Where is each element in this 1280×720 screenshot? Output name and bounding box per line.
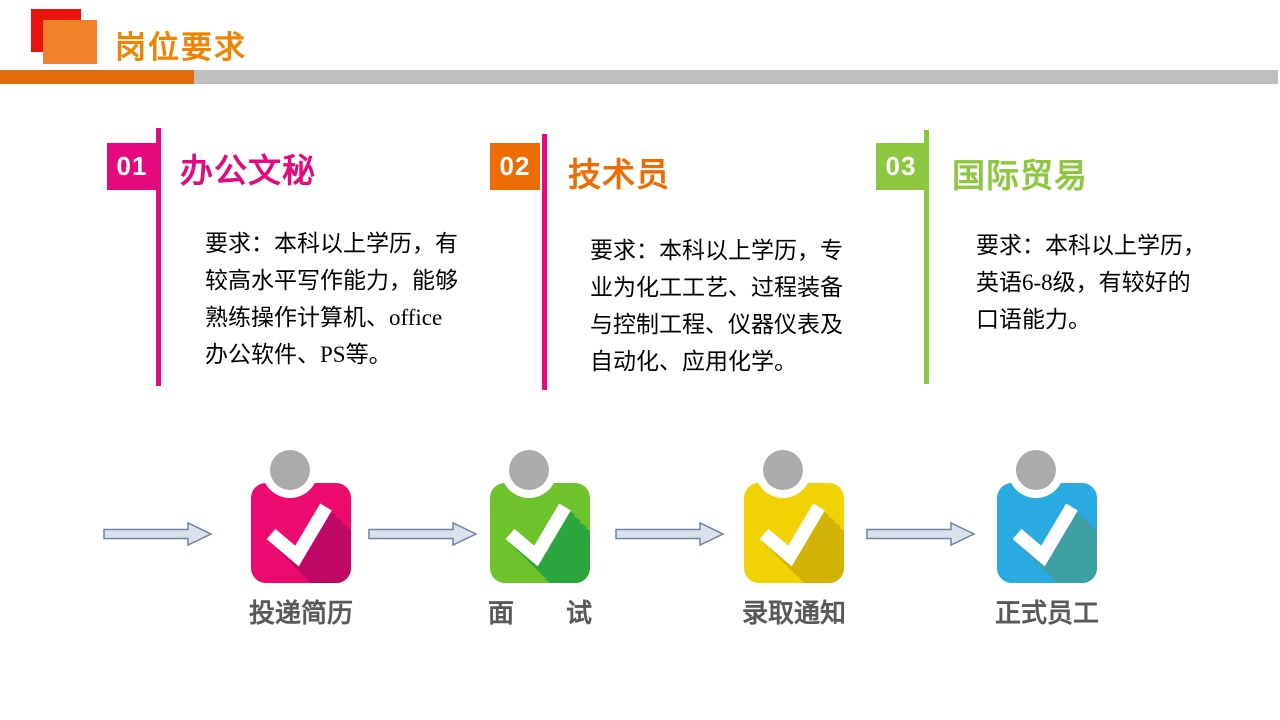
person-head-icon (262, 442, 318, 498)
section-title: 办公文秘 (180, 152, 316, 189)
check-icon (251, 483, 351, 583)
arrow-right-icon (615, 521, 725, 547)
section-accent-line (924, 130, 929, 384)
flow-step-label: 投递简历 (248, 598, 353, 628)
check-icon (744, 483, 844, 583)
slide-title: 岗位要求 (115, 30, 247, 65)
decor-square-orange-icon (43, 20, 97, 64)
flow-step-submit-resume: 投递简历 (249, 442, 353, 628)
check-icon (490, 483, 590, 583)
flow-step-label: 录取通知 (741, 598, 846, 628)
arrow-right-icon (866, 521, 976, 547)
flow-step-admission-notice: 录取通知 (742, 442, 846, 628)
section-number-badge: 01 (107, 143, 157, 190)
section-body-text: 要求：本科以上学历，有 较高水平写作能力，能够 熟练操作计算机、office 办… (205, 231, 458, 367)
arrow-right-icon (103, 521, 213, 547)
title-underline-gray (194, 70, 1278, 84)
section-accent-line (542, 134, 547, 390)
section-title: 国际贸易 (952, 157, 1088, 194)
flow-step-label: 面 试 (487, 598, 592, 628)
title-underline-orange (0, 70, 194, 84)
section-title: 技术员 (568, 156, 670, 193)
flow-step-label: 正式员工 (994, 598, 1099, 628)
arrow-right-icon (368, 521, 478, 547)
section-body-text: 要求：本科以上学历，专 业为化工工艺、过程装备 与控制工程、仪器仪表及 自动化、… (590, 238, 843, 374)
section-accent-line (156, 128, 161, 386)
section-number-badge: 03 (876, 143, 926, 190)
flow-step-official-employee: 正式员工 (995, 442, 1099, 628)
person-head-icon (755, 442, 811, 498)
section-body-text: 要求：本科以上学历， 英语6-8级，有较好的 口语能力。 (976, 233, 1206, 332)
person-head-icon (1008, 442, 1064, 498)
check-icon (997, 483, 1097, 583)
section-number-badge: 02 (490, 143, 540, 190)
flow-step-interview: 面 试 (488, 442, 592, 628)
person-head-icon (501, 442, 557, 498)
